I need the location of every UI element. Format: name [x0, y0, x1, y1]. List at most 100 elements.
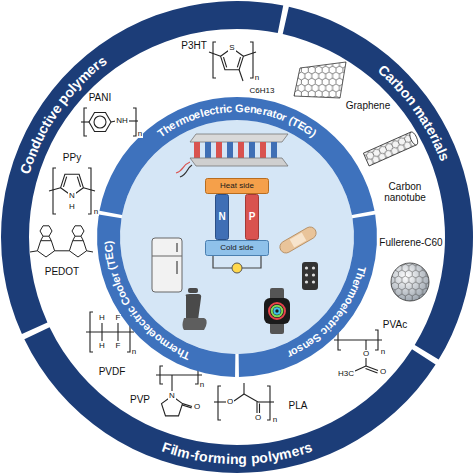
pvdf-structure-part [86, 331, 134, 332]
device-circuit-part [242, 256, 261, 268]
refrigerator-icon-part [176, 243, 178, 252]
fullerene-ball [391, 263, 429, 301]
graphene-sheet-part [294, 62, 346, 98]
pla-structure-part [267, 386, 270, 420]
material-name: PLA [289, 401, 308, 411]
pani-structure-part [89, 113, 111, 132]
band-fill [99, 97, 374, 215]
car-seat-icon-part [186, 294, 202, 320]
category-band: Conductive polymers [0, 0, 289, 339]
material-name: Graphene [346, 101, 390, 111]
band-fill [97, 215, 235, 377]
teg-module-part [205, 142, 211, 158]
bandage-icon [278, 225, 319, 255]
arc-letter: C [103, 244, 115, 253]
application-band: Thermoelectric Generator (TEG) [97, 95, 377, 219]
arc-letter: g [238, 452, 247, 466]
arc-letter: n [229, 452, 238, 466]
pvac-structure-part [334, 339, 382, 340]
device-circuit-part [213, 256, 232, 268]
pvac-structure-part [366, 368, 378, 373]
refrigerator-icon-part [152, 256, 182, 257]
remote-icon-part [312, 273, 315, 276]
material-name: PPy [63, 153, 81, 163]
repeat-index: n [137, 130, 143, 138]
smartwatch-icon-part [264, 298, 290, 324]
pvp-structure-part [171, 375, 172, 391]
substituent-label: C6H13 [249, 87, 276, 95]
teg-module-part [190, 158, 288, 166]
plate-label: Heat side [220, 182, 254, 190]
pedot-structure-part [40, 226, 52, 236]
p3ht-structure-part [213, 42, 216, 78]
cold-plate [206, 241, 269, 256]
pedot-structure-part [81, 236, 83, 241]
repeat-index: n [93, 208, 99, 216]
teg-module-part [216, 142, 222, 158]
pedot-structure-part [55, 250, 70, 251]
atom-label: O [226, 398, 234, 406]
teg-module-part [238, 142, 244, 158]
remote-icon-part [312, 266, 315, 269]
device-circuit-part [232, 263, 242, 273]
band-heading: Conductive polymers [0, 0, 142, 13]
material-name: PVAc [383, 320, 407, 330]
band-shape [0, 0, 289, 339]
substituent-label: H3C [337, 370, 355, 378]
repeat-index: n [272, 416, 278, 424]
p-leg [246, 195, 259, 240]
pedot-structure-part [87, 251, 93, 252]
band-fill [239, 215, 377, 377]
pvdf-structure-part [101, 323, 102, 341]
repeat-index: n [131, 348, 137, 356]
inner-disk [120, 120, 354, 354]
pla-structure-part [234, 394, 244, 401]
atom-label: N [168, 392, 176, 400]
material-name: PVP [130, 395, 150, 405]
material-name: P3HT [181, 41, 207, 51]
pedot-structure-part [37, 241, 54, 257]
pla-structure-part [214, 401, 226, 402]
pani-structure-part [133, 108, 136, 136]
atom-label: S [228, 44, 235, 52]
remote-icon-part [312, 280, 315, 283]
smartwatch-icon-part [272, 306, 283, 317]
teg-module-part [190, 134, 288, 142]
teg-module-part [194, 142, 200, 158]
band-fill [24, 327, 435, 473]
pvac-structure [334, 330, 382, 373]
band-heading: Carbon materials [278, 4, 393, 18]
pla-structure-part [256, 402, 257, 413]
atom-label: O [379, 368, 387, 376]
ppy-structure-part [83, 188, 95, 191]
leg-label: N [218, 212, 225, 222]
smartwatch-icon [264, 288, 290, 334]
leg-label: P [249, 212, 256, 222]
smartwatch-icon-part [274, 308, 279, 313]
pvp-structure-part [160, 366, 163, 384]
atom-label: N [68, 192, 76, 200]
remote-icon-part [305, 266, 308, 269]
arc-letter: c [226, 103, 233, 114]
fullerene-ball-part [391, 263, 429, 301]
pla-structure-part [243, 383, 244, 394]
pvac-structure-part [355, 366, 366, 371]
refrigerator-icon [152, 238, 182, 292]
remote-icon [302, 262, 318, 290]
material-name: PEDOT [45, 267, 79, 277]
repeat-index: n [254, 74, 260, 82]
pani-structure [81, 108, 138, 136]
atom-label: NH [115, 117, 129, 125]
atom-label: H [68, 203, 76, 211]
arc-letter: i [225, 452, 229, 466]
remote-icon-part [305, 273, 308, 276]
pedot-structure-part [69, 241, 86, 257]
arc-letter [232, 103, 235, 114]
pedot-structure-part [72, 226, 84, 236]
ppy-structure-part [77, 177, 80, 187]
repeat-index: n [199, 381, 205, 389]
atom-label: F [115, 342, 122, 350]
arc-letter: G [235, 103, 244, 114]
pla-structure-part [258, 401, 274, 402]
